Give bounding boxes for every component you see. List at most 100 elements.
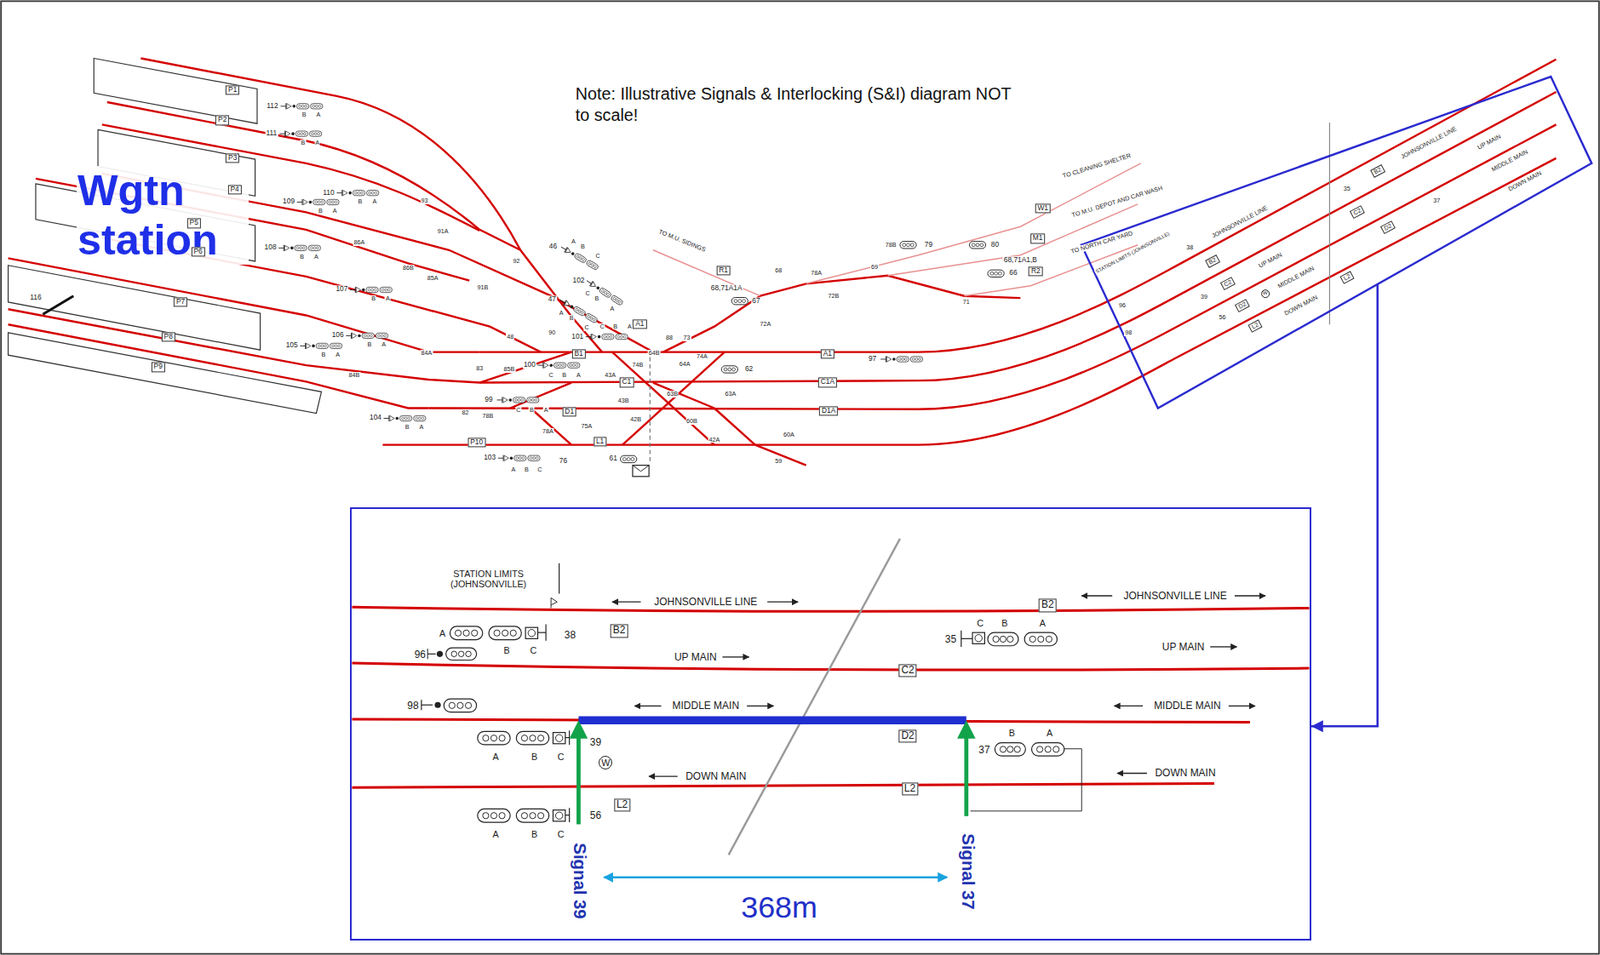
diagram-label: 91B: [475, 284, 489, 292]
diagram-label: 46: [548, 242, 558, 251]
diagram-label: B: [1000, 619, 1009, 630]
diagram-label: 112: [265, 102, 279, 110]
track-circuit-label: L2: [1339, 270, 1354, 284]
track-circuit-label: R2: [1028, 266, 1044, 276]
diagram-label: 86B: [401, 264, 415, 272]
track-circuit-label: P8: [161, 332, 176, 342]
diagram-label: 84A: [419, 349, 433, 357]
diagram-label: A: [380, 341, 387, 349]
diagram-label: A: [418, 424, 425, 431]
diagram-label: B: [301, 111, 308, 119]
diagram-label: 47: [547, 296, 557, 304]
diagram-label: A: [570, 238, 577, 246]
diagram-label: B: [404, 424, 411, 431]
track-circuit-label: P4: [227, 184, 241, 195]
diagram-label: B: [299, 139, 306, 147]
track-circuit-label: L2: [613, 799, 631, 813]
diagram-label: JOHNSONVILLE LINE: [1210, 204, 1270, 241]
diagram-label: B: [594, 295, 601, 303]
diagram-label: B: [370, 295, 377, 303]
diagram-label: 106: [331, 332, 345, 340]
diagram-label: 83: [475, 365, 484, 373]
diagram-label: 93: [420, 197, 430, 205]
diagram-label: B: [612, 323, 619, 331]
track-circuit-label: P5: [187, 218, 201, 229]
diagram-label: 63A: [724, 390, 738, 398]
track-circuit-label: L1: [593, 436, 607, 447]
diagram-label: 75A: [580, 423, 594, 431]
track-circuit-label: C2: [898, 665, 917, 678]
diagram-label: B: [320, 351, 327, 359]
diagram-label: DOWN MAIN: [1507, 169, 1544, 194]
diagram-label: 107: [334, 286, 349, 294]
track-circuit-label: P2: [215, 115, 230, 126]
track-circuit-label: B1: [571, 349, 585, 359]
diagram-label: B: [366, 341, 373, 349]
diagram-label: DOWN MAIN: [1282, 293, 1319, 318]
diagram-label: 78B: [884, 241, 898, 249]
diagram-label: 42B: [629, 416, 643, 424]
diagram-label: 99: [483, 395, 494, 404]
diagram-label: 78A: [809, 269, 823, 277]
diagram-label: 42A: [707, 436, 721, 444]
diagram-label: 88: [665, 334, 674, 342]
diagram-label: DOWN MAIN: [1153, 768, 1216, 780]
signal-callout: Signal 37: [958, 832, 978, 911]
diagram-label: A: [491, 752, 499, 763]
diagram-label: 48: [505, 333, 515, 341]
track-circuit-label: P6: [190, 246, 205, 257]
diagram-label: A: [558, 309, 565, 317]
circled-marker: W: [598, 756, 613, 770]
diagram-label: B: [357, 198, 364, 206]
connector-line: [1311, 284, 1378, 727]
track-circuit-label: L2: [1247, 320, 1262, 333]
diagram-label: 39: [1199, 293, 1209, 301]
track-circuit-label: C1: [619, 378, 634, 388]
diagram-label: UP MAIN: [673, 652, 718, 664]
diagram-label: 63B: [665, 390, 679, 398]
diagram-label: C: [556, 752, 566, 763]
track-circuit-label: R1: [716, 265, 731, 276]
diagram-label: 86A: [352, 239, 366, 247]
track-circuit-label: D2: [1380, 220, 1396, 235]
track-circuit-label: M1: [1030, 234, 1046, 244]
diagram-label: 79: [923, 240, 934, 249]
diagram-label: 84B: [347, 372, 361, 379]
note-text: Note: Illustrative Signals & Interlockin…: [574, 83, 1020, 126]
diagram-label: 109: [281, 198, 296, 207]
diagram-label: 56: [1218, 314, 1228, 322]
distance-label: 368m: [739, 890, 819, 925]
diagram-label: MIDDLE MAIN: [1275, 264, 1316, 291]
diagram-label: 82: [460, 409, 470, 417]
diagram-label: B: [317, 207, 324, 215]
diagram-label: A: [334, 351, 341, 359]
diagram-label: 103: [482, 453, 497, 462]
diagram-label: JOHNSONVILLE LINE: [1399, 125, 1459, 161]
diagram-label: 96: [413, 650, 427, 662]
connector-arrow: [1311, 284, 1378, 733]
diagram-label: 76: [558, 457, 568, 465]
diagram-label: 67: [751, 297, 761, 305]
track-circuit-label: P10: [467, 437, 486, 448]
diagram-label: JOHNSONVILLE LINE: [653, 596, 758, 608]
diagram-label: C: [515, 407, 522, 414]
diagram-label: 56: [589, 811, 603, 823]
diagram-label: 74B: [631, 361, 645, 369]
diagram-label: B: [579, 243, 586, 251]
diagram-label: MIDDLE MAIN: [1490, 148, 1531, 174]
diagram-label: 61: [608, 455, 619, 464]
diagram-label: 91A: [436, 228, 450, 236]
diagram-label: A: [315, 111, 322, 119]
track-circuit-label: P1: [225, 85, 240, 95]
diagram-label: TO CLEANING SHELTER: [1060, 152, 1133, 180]
diagram-label: 98: [406, 701, 419, 713]
diagram-label: 116: [28, 293, 42, 302]
region-polygon: [1081, 76, 1592, 408]
diagram-label: C: [528, 646, 538, 657]
diagram-label: 64A: [678, 361, 692, 368]
signal-callout: Signal 39: [570, 842, 590, 920]
track-circuit-label: D1: [562, 407, 577, 417]
diagram-label: 102: [572, 276, 586, 285]
